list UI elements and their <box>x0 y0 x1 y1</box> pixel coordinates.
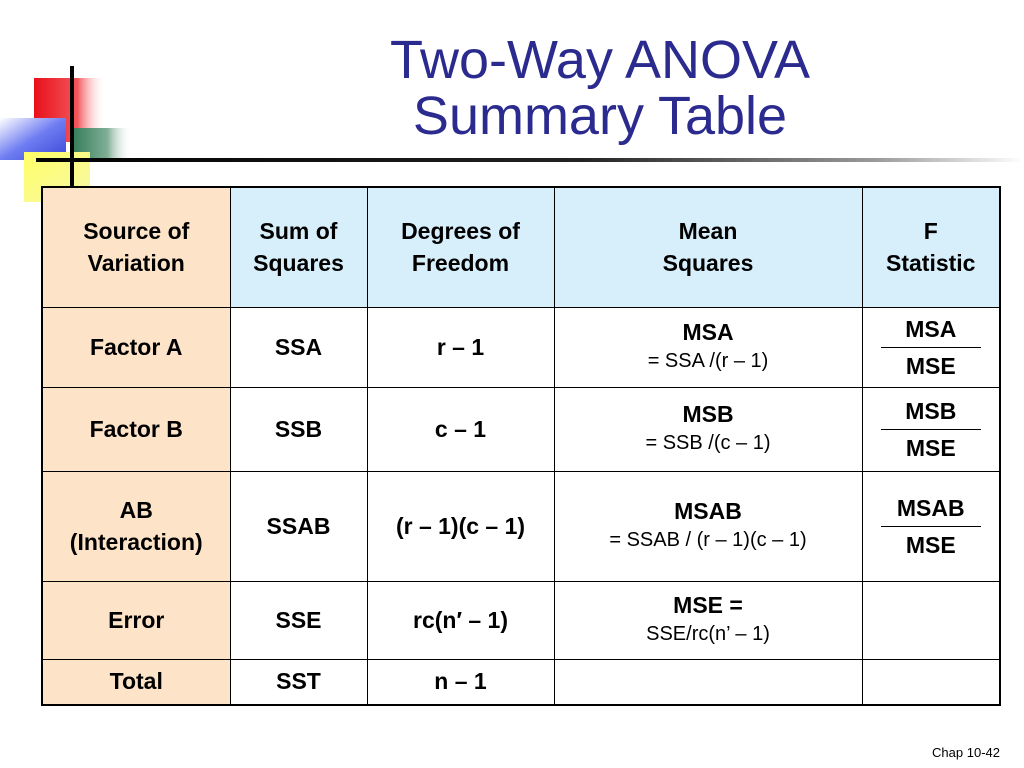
slide-footer: Chap 10-42 <box>932 745 1000 760</box>
fraction-bar <box>880 346 981 348</box>
f-cell-empty <box>861 580 1001 660</box>
df-cell: c – 1 <box>366 386 555 472</box>
df-cell: n – 1 <box>366 658 555 706</box>
source-cell: Error <box>41 580 231 660</box>
header-source-of-variation: Source of Variation <box>41 186 231 308</box>
source-cell: Factor A <box>41 306 231 388</box>
table-row-factor-a: Factor A SSA r – 1 MSA = SSA /(r – 1) MS… <box>41 306 1001 388</box>
df-cell: rc(n′ – 1) <box>366 580 555 660</box>
table-row-factor-b: Factor B SSB c – 1 MSB = SSB /(c – 1) MS… <box>41 386 1001 472</box>
slide-title-line-2: Summary Table <box>412 86 788 146</box>
ms-main: MSAB <box>674 497 742 524</box>
table-row-ab-interaction: AB (Interaction) SSAB (r – 1)(c – 1) MSA… <box>41 470 1001 582</box>
f-cell-empty <box>861 658 1001 706</box>
f-fraction: MSAB MSE <box>880 491 981 562</box>
slide-title: Two-Way ANOVA Summary Table <box>300 32 900 144</box>
source-cell: AB (Interaction) <box>41 470 231 582</box>
f-cell: MSB MSE <box>861 386 1001 472</box>
slide-title-line-1: Two-Way ANOVA <box>389 30 811 90</box>
header-degrees-of-freedom: Degrees of Freedom <box>366 186 555 308</box>
ms-main: MSA <box>682 318 734 345</box>
vertical-bar <box>70 66 74 202</box>
fraction-bar <box>880 525 981 527</box>
header-f-statistic: F Statistic <box>861 186 1001 308</box>
f-fraction: MSA MSE <box>880 312 981 383</box>
title-underline-rule <box>36 158 1024 162</box>
ss-cell: SSB <box>229 386 368 472</box>
df-cell: (r – 1)(c – 1) <box>366 470 555 582</box>
ms-formula: = SSB /(c – 1) <box>645 431 771 454</box>
decorative-squares-logo <box>0 66 132 202</box>
header-mean-squares: Mean Squares <box>553 186 863 308</box>
ms-cell: MSE = SSE/rc(n’ – 1) <box>553 580 863 660</box>
ss-cell: SST <box>229 658 368 706</box>
ss-cell: SSAB <box>229 470 368 582</box>
anova-summary-table: Source of Variation Sum of Squares Degre… <box>41 186 1001 706</box>
ms-main: MSE = <box>673 591 743 618</box>
ms-main: MSB <box>682 400 734 427</box>
f-cell: MSA MSE <box>861 306 1001 388</box>
table-row-error: Error SSE rc(n′ – 1) MSE = SSE/rc(n’ – 1… <box>41 580 1001 660</box>
ms-cell: MSAB = SSAB / (r – 1)(c – 1) <box>553 470 863 582</box>
fraction-bar <box>880 428 981 430</box>
ms-cell-empty <box>553 658 863 706</box>
ms-formula: SSE/rc(n’ – 1) <box>646 622 770 645</box>
ms-cell: MSB = SSB /(c – 1) <box>553 386 863 472</box>
ms-cell: MSA = SSA /(r – 1) <box>553 306 863 388</box>
ss-cell: SSE <box>229 580 368 660</box>
f-fraction: MSB MSE <box>880 394 981 465</box>
ss-cell: SSA <box>229 306 368 388</box>
table-row-total: Total SST n – 1 <box>41 658 1001 706</box>
header-sum-of-squares: Sum of Squares <box>229 186 368 308</box>
source-cell: Total <box>41 658 231 706</box>
ms-formula: = SSAB / (r – 1)(c – 1) <box>609 528 807 551</box>
ms-formula: = SSA /(r – 1) <box>647 349 769 372</box>
source-cell: Factor B <box>41 386 231 472</box>
df-cell: r – 1 <box>366 306 555 388</box>
table-header-row: Source of Variation Sum of Squares Degre… <box>41 186 1001 308</box>
f-cell: MSAB MSE <box>861 470 1001 582</box>
